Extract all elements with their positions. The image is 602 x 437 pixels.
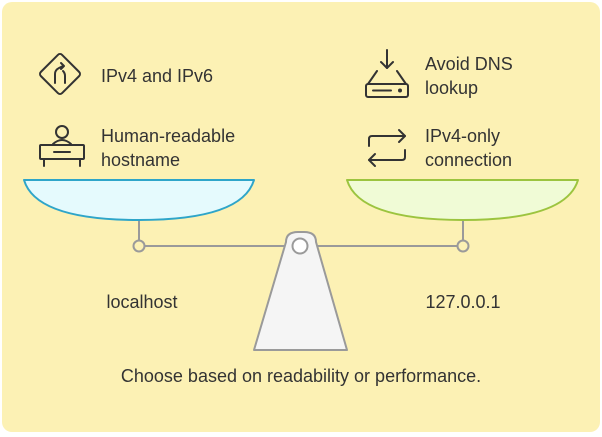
swap-arrows-icon bbox=[368, 129, 406, 167]
right-feature-2-line1: IPv4-only bbox=[425, 126, 500, 146]
right-feature-1-line2: lookup bbox=[425, 78, 478, 98]
left-option-label: localhost bbox=[106, 292, 177, 312]
person-at-desk-icon bbox=[39, 125, 85, 167]
left-pivot bbox=[132, 239, 146, 253]
left-pan bbox=[23, 179, 255, 221]
fulcrum-pivot bbox=[291, 237, 309, 255]
right-pivot bbox=[456, 239, 470, 253]
right-feature-1-line1: Avoid DNS bbox=[425, 54, 513, 74]
left-feature-2-line1: Human-readable bbox=[101, 126, 235, 146]
diagram-caption: Choose based on readability or performan… bbox=[121, 366, 481, 386]
left-feature-2-line2: hostname bbox=[101, 150, 180, 170]
right-feature-2-line2: connection bbox=[425, 150, 512, 170]
download-drive-icon bbox=[365, 49, 409, 98]
road-sign-icon bbox=[39, 53, 81, 95]
left-feature-1: IPv4 and IPv6 bbox=[101, 66, 213, 86]
right-pan bbox=[346, 179, 579, 221]
diagram-canvas: IPv4 and IPv6 Human-readable hostname Av… bbox=[2, 2, 600, 432]
fulcrum bbox=[253, 231, 348, 351]
right-option-label: 127.0.0.1 bbox=[425, 292, 500, 312]
